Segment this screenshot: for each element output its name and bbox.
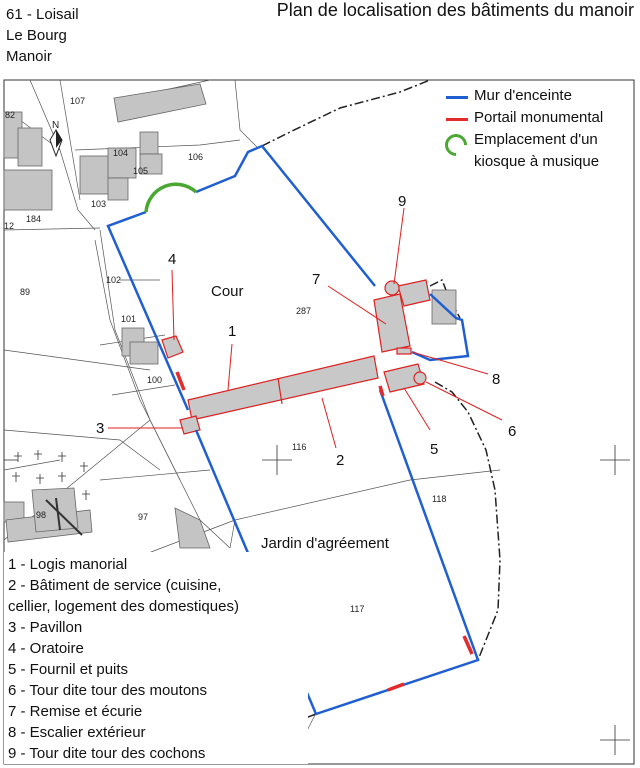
map-frame	[3, 79, 635, 765]
manor-buildings	[161, 279, 431, 435]
north-arrow-icon	[49, 129, 63, 158]
building-9	[384, 280, 400, 296]
key-item-7: 7 - Remise et écurie	[8, 703, 143, 720]
svg-text:117: 117	[350, 604, 364, 614]
svg-text:118: 118	[432, 494, 446, 504]
key-item-2: 2 - Bâtiment de service (cuisine,	[8, 577, 222, 594]
svg-text:287: 287	[296, 306, 311, 316]
callout-6: 6	[508, 423, 516, 440]
svg-text:106: 106	[188, 152, 203, 162]
building-key: 1 - Logis manorial 2 - Bâtiment de servi…	[4, 552, 308, 764]
svg-text:89: 89	[20, 287, 30, 297]
callout-9: 9	[398, 193, 406, 210]
callout-4: 4	[168, 251, 176, 268]
building-5	[383, 363, 425, 393]
callout-3: 3	[96, 420, 104, 437]
svg-text:104: 104	[113, 148, 128, 158]
svg-text:103: 103	[91, 199, 106, 209]
building-6	[413, 371, 427, 385]
monumental-gates	[175, 371, 474, 692]
kiosk-location	[144, 182, 198, 213]
building-7b	[397, 279, 431, 307]
svg-text:107: 107	[70, 96, 85, 106]
key-item-5: 5 - Fournil et puits	[8, 661, 129, 678]
legend-item-kiosk-cont: kiosque à musique	[474, 153, 600, 170]
svg-text:101: 101	[121, 314, 136, 324]
building-8	[396, 347, 412, 355]
svg-text:116: 116	[292, 442, 306, 452]
legend-item-gate: Portail monumental	[444, 108, 634, 130]
key-item-2b: cellier, logement des domestiques)	[8, 598, 239, 615]
callout-8: 8	[492, 371, 500, 388]
callout-5: 5	[430, 441, 438, 458]
location-header: 61 - Loisail Le Bourg Manoir	[6, 4, 79, 67]
north-label: N	[52, 120, 59, 131]
svg-text:102: 102	[106, 275, 121, 285]
svg-text:184: 184	[26, 214, 41, 224]
svg-text:82: 82	[5, 110, 15, 120]
area-cour: Cour	[211, 283, 244, 300]
key-item-4: 4 - Oratoire	[8, 640, 84, 657]
legend-item-kiosk: Emplacement d'un	[440, 129, 634, 161]
cemetery-crosses	[12, 450, 90, 536]
header-place: Le Bourg	[6, 27, 67, 44]
key-item-6: 6 - Tour dite tour des moutons	[8, 682, 207, 699]
header-site: Manoir	[6, 48, 52, 65]
map-legend: Mur d'enceinte Portail monumental Emplac…	[440, 86, 634, 174]
key-item-3: 3 - Pavillon	[8, 619, 83, 636]
svg-text:105: 105	[133, 166, 148, 176]
parcel-numbers: 82 107 104 105 106 103 184 12 89 102 101…	[4, 96, 446, 614]
legend-item-wall: Mur d'enceinte	[444, 86, 634, 108]
grid-crosshairs	[4, 445, 630, 755]
key-item-9: 9 - Tour dite tour des cochons	[8, 745, 206, 762]
red-line-icon	[446, 118, 468, 121]
key-item-1: 1 - Logis manorial	[8, 556, 128, 573]
callout-1: 1	[228, 323, 236, 340]
callout-7: 7	[312, 271, 320, 288]
callout-2: 2	[336, 452, 344, 469]
building-3	[179, 415, 201, 435]
svg-text:97: 97	[138, 512, 148, 522]
key-item-8: 8 - Escalier extérieur	[8, 724, 146, 741]
building-7	[373, 293, 411, 353]
header-commune: 61 - Loisail	[6, 6, 79, 23]
callout-leaders	[108, 207, 503, 449]
svg-text:98: 98	[36, 510, 46, 520]
svg-text:100: 100	[147, 375, 162, 385]
blue-line-icon	[446, 96, 468, 99]
svg-text:12: 12	[4, 221, 14, 231]
building-1-2	[187, 355, 379, 421]
area-jardin: Jardin d'agréement	[261, 535, 390, 552]
building-4	[161, 335, 184, 359]
map-title: Plan de localisation des bâtiments du ma…	[276, 0, 634, 20]
